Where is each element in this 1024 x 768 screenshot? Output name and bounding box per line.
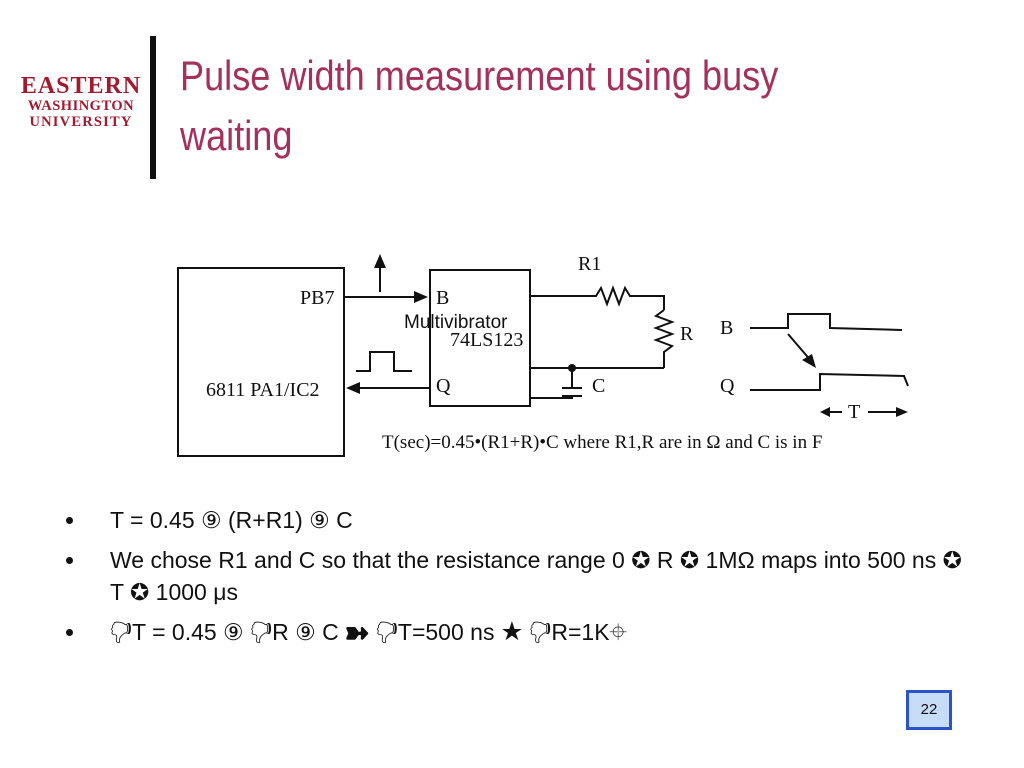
page-number: 22 [906, 690, 952, 730]
label-wave-b: B [720, 317, 733, 339]
bullet-dot [66, 517, 73, 524]
label-c: C [592, 375, 605, 397]
label-pa1: 6811 PA1/IC2 [206, 379, 320, 401]
label-multivibrator: Multivibrator [404, 312, 508, 333]
formula-caption: T(sec)=0.45•(R1+R)•C where R1,R are in Ω… [382, 432, 822, 453]
label-chip: 74LS123 [450, 329, 523, 351]
logo-line-1: EASTERN [20, 73, 142, 99]
label-t: T [848, 401, 860, 423]
label-r1: R1 [578, 253, 601, 275]
title-divider [150, 36, 156, 179]
bullet-dot [66, 629, 73, 636]
bullet-text: 🖓T = 0.45 ⑨ 🖓R ⑨ C ➽ 🖓T=500 ns ★ 🖓R=1K⌖ [110, 619, 627, 645]
logo-line-2: WASHINGTON [27, 98, 135, 114]
label-pin-b: B [436, 287, 449, 309]
label-pb7: PB7 [300, 287, 334, 309]
university-logo: EASTERN WASHINGTON UNIVERSITY [16, 74, 146, 130]
slide-title: Pulse width measurement using busy waiti… [180, 52, 779, 159]
bullet-dot [66, 557, 73, 564]
bullet-item: T = 0.45 ⑨ (R+R1) ⑨ C [66, 504, 966, 536]
circuit-svg: PB7 6811 PA1/IC2 B Q 74LS123 Multivibrat… [177, 253, 909, 457]
chip-box [429, 269, 531, 407]
bullet-item: We chose R1 and C so that the resistance… [66, 544, 966, 608]
bullet-text: We chose R1 and C so that the resistance… [110, 547, 962, 605]
mcu-box [177, 267, 345, 457]
bullet-list: T = 0.45 ⑨ (R+R1) ⑨ C We chose R1 and C … [66, 504, 966, 656]
label-wave-q: Q [720, 375, 735, 397]
bullet-item: 🖓T = 0.45 ⑨ 🖓R ⑨ C ➽ 🖓T=500 ns ★ 🖓R=1K⌖ [66, 616, 966, 648]
logo-line-3: UNIVERSITY [29, 114, 133, 130]
label-r: R [680, 323, 694, 345]
circuit-diagram: PB7 6811 PA1/IC2 B Q 74LS123 Multivibrat… [174, 248, 930, 470]
bullet-text: T = 0.45 ⑨ (R+R1) ⑨ C [110, 507, 353, 533]
label-pin-q: Q [436, 375, 451, 397]
